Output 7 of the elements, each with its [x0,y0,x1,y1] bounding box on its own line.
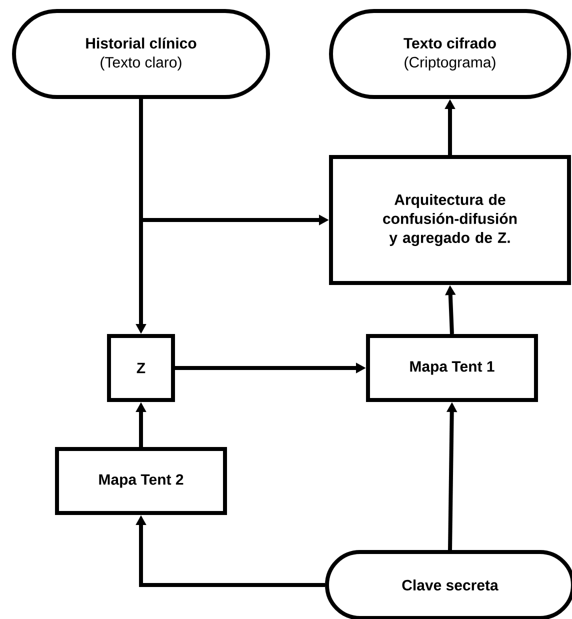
terminal-box: Clave secreta [325,550,572,619]
process-box: Mapa Tent 2 [55,447,227,515]
terminal-box: Historial clínico (Texto claro) [12,9,270,99]
process-box: Mapa Tent 1 [366,334,538,402]
process-box: Z [107,334,175,402]
process-box: Arquitectura de confusión-difusión y agregado de Z. [329,155,571,285]
terminal-box: Texto cifrado (Criptograma) [329,9,571,99]
